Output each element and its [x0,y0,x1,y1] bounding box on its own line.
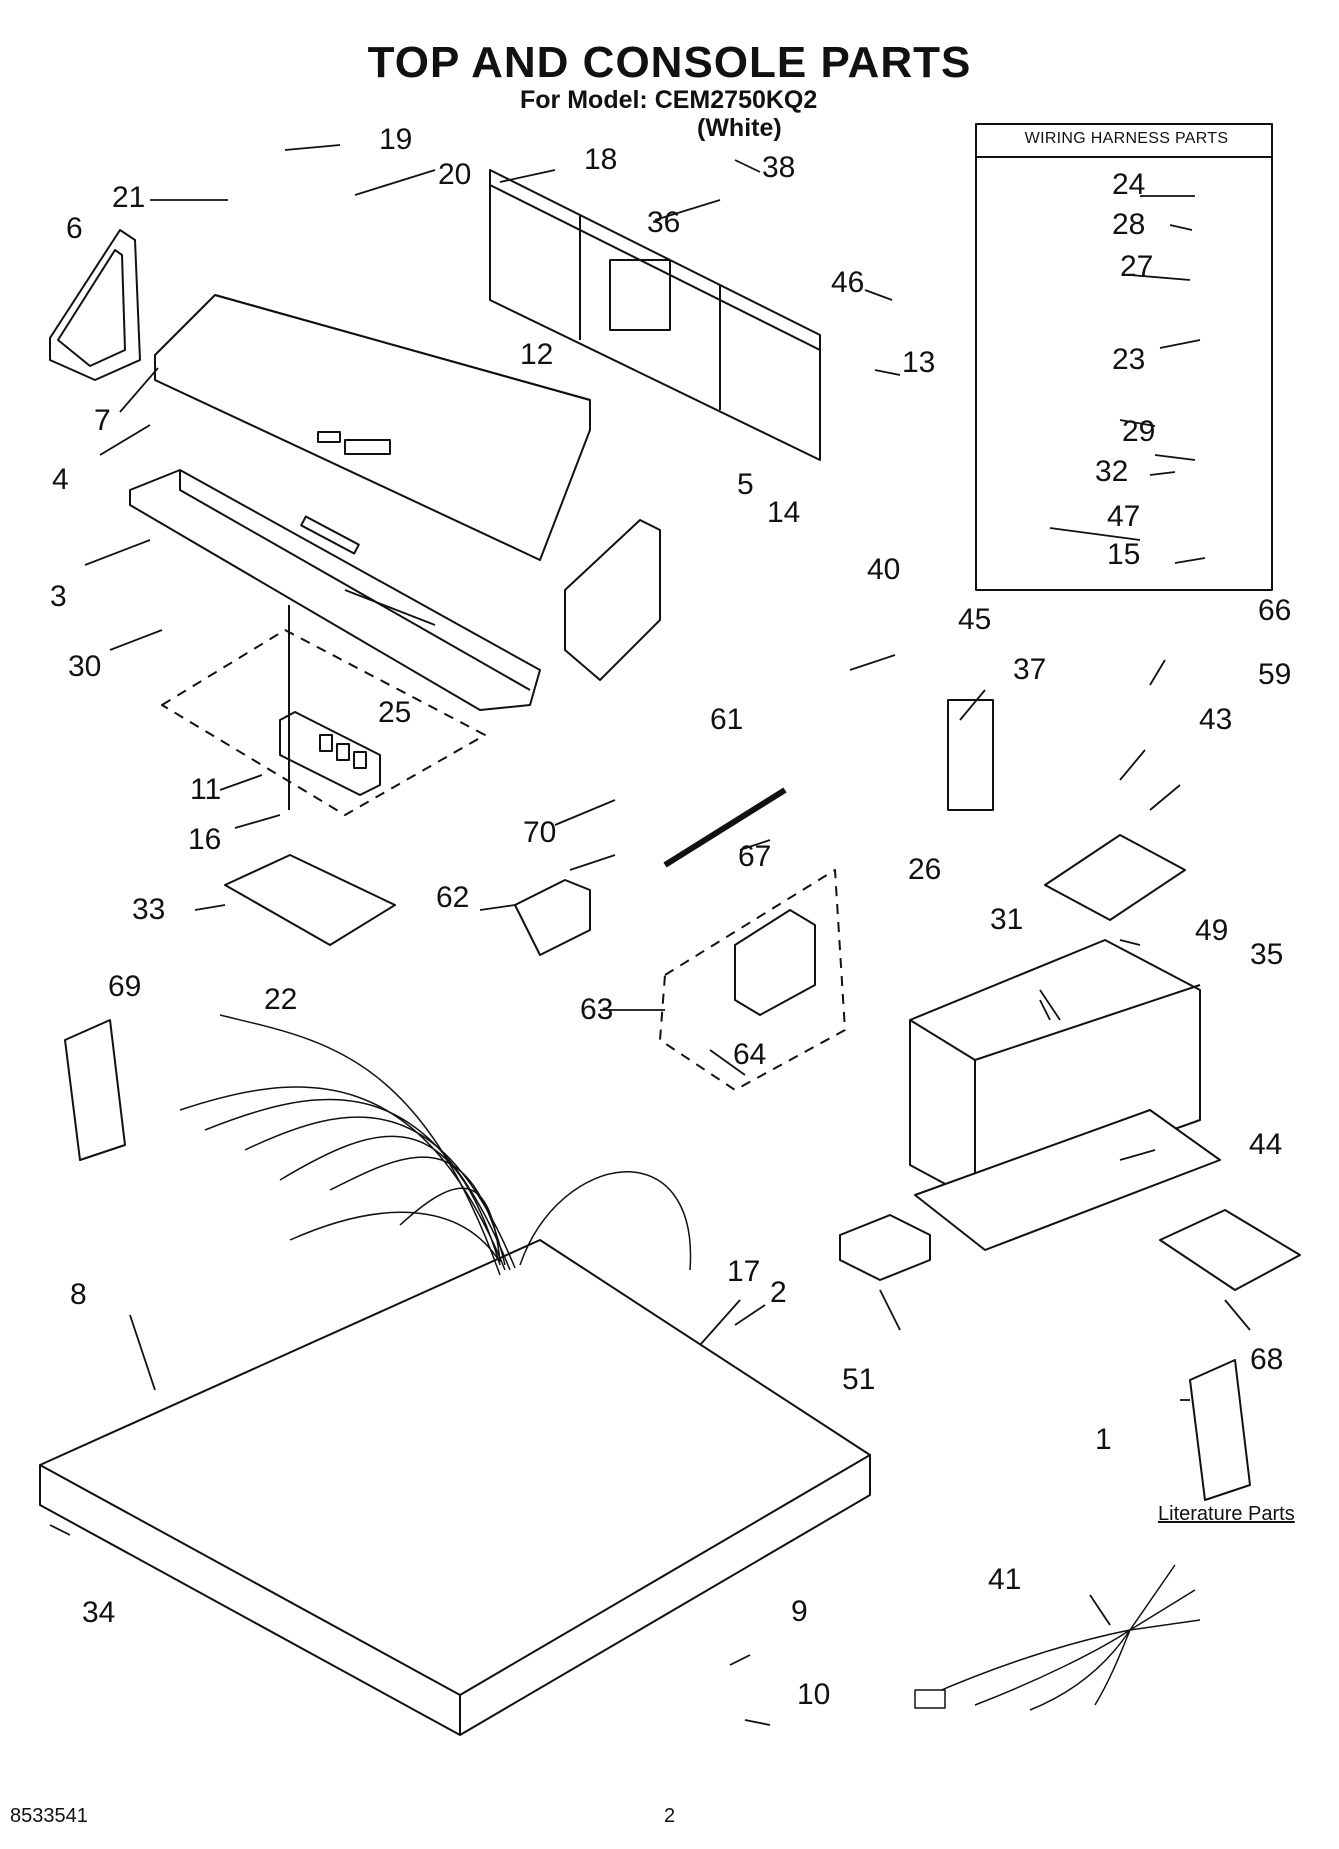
callout-35: 35 [1250,938,1284,971]
part-43-plate [1044,834,1186,921]
callout-62: 62 [436,881,470,914]
part-41-harness [914,1564,1201,1711]
callout-33: 33 [132,893,166,926]
callout-16: 16 [188,823,222,856]
callout-30: 30 [68,650,102,683]
variant-label: (White) [697,114,782,142]
part-51-cup [839,1214,931,1281]
callout-47: 47 [1107,500,1141,533]
callout-68: 68 [1250,1343,1284,1376]
callout-51: 51 [842,1363,876,1396]
callout-3: 3 [50,580,67,613]
callout-38: 38 [762,151,796,184]
part-11-dashed-outline [161,629,486,816]
part-8-top [39,1239,871,1736]
callout-14: 14 [767,496,801,529]
callout-24: 24 [1112,168,1146,201]
callout-70: 70 [523,816,557,849]
callout-17: 17 [727,1255,761,1288]
callout-36: 36 [647,206,681,239]
callout-41: 41 [988,1563,1022,1596]
callout-9: 9 [791,1595,808,1628]
part-69-book [64,1019,126,1161]
callout-69: 69 [108,970,142,1003]
callout-7: 7 [94,404,111,437]
callout-6: 6 [66,212,83,245]
leader-lines [49,144,1251,1726]
part-3-rail [129,469,541,711]
callout-67: 67 [738,840,772,873]
callout-11: 11 [190,773,222,806]
model-line: For Model: CEM2750KQ2 [520,86,818,114]
callout-4: 4 [52,463,69,496]
callout-32: 32 [1095,455,1129,488]
callout-46: 46 [831,266,865,299]
callout-61: 61 [710,703,744,736]
part-22-harness [179,1014,692,1276]
callout-10: 10 [797,1678,831,1711]
callout-5: 5 [737,468,754,501]
callout-2: 2 [770,1276,787,1309]
callout-15: 15 [1107,538,1141,571]
callout-29: 29 [1122,415,1156,448]
callout-59: 59 [1258,658,1292,691]
callout-23: 23 [1112,343,1146,376]
part-68-panel [1159,1209,1301,1291]
callout-31: 31 [990,903,1024,936]
part-1-book [1189,1359,1251,1501]
part-6-end-cap [49,229,141,381]
callout-34: 34 [82,1596,116,1629]
part-5-bracket [564,519,661,681]
callout-25: 25 [378,696,412,729]
part-62-bracket [514,879,591,956]
callout-43: 43 [1199,703,1233,736]
callout-28: 28 [1112,208,1146,241]
callout-18: 18 [584,143,618,176]
callout-63: 63 [580,993,614,1026]
part-11-switch [279,711,381,796]
part-18-rear-panel [489,169,821,461]
callout-40: 40 [867,553,901,586]
callout-1: 1 [1095,1423,1112,1456]
callout-8: 8 [70,1278,87,1311]
page-number: 2 [664,1805,676,1827]
part-33-panel [224,854,396,946]
part-4-console [154,294,591,561]
callout-27: 27 [1120,250,1154,283]
part-63-dashed-outline [659,869,846,1091]
callout-21: 21 [112,181,146,214]
page-title: TOP AND CONSOLE PARTS [367,38,972,87]
wiring-harness-box-title: WIRING HARNESS PARTS [1024,130,1229,147]
callout-64: 64 [733,1038,767,1071]
callout-12: 12 [520,338,554,371]
callout-26: 26 [908,853,942,886]
callout-44: 44 [1249,1128,1283,1161]
doc-number: 8533541 [10,1805,88,1827]
callout-37: 37 [1013,653,1047,686]
part-37-plate [947,699,994,811]
part-61-rod [663,787,787,868]
literature-parts-label: Literature Parts [1158,1503,1295,1525]
callout-49: 49 [1195,914,1229,947]
part-44-plate [914,1109,1221,1251]
wiring-harness-box [975,123,1273,591]
callout-45: 45 [958,603,992,636]
callout-20: 20 [438,158,472,191]
callout-13: 13 [902,346,936,379]
part-63-solenoid [734,909,816,1016]
callout-22: 22 [264,983,298,1016]
callout-19: 19 [379,123,413,156]
callout-66: 66 [1258,594,1292,627]
